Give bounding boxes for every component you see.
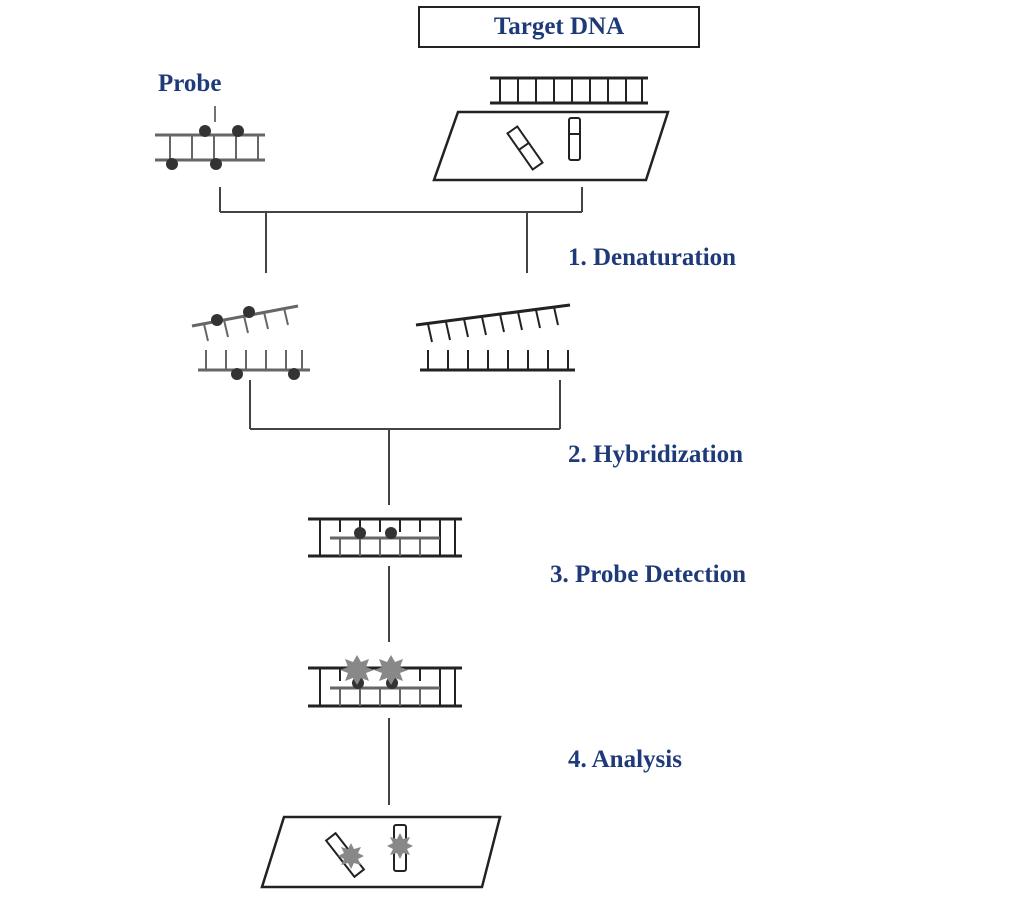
signal-star-icon — [374, 655, 408, 685]
probe-label: Probe — [158, 70, 222, 97]
probe-dna-icon — [155, 106, 265, 170]
signal-star-icon — [387, 833, 413, 859]
detected-signal-dna-icon — [308, 655, 462, 708]
step-probe-detection-label: 3. Probe Detection — [550, 561, 747, 588]
denatured-target-dna-icon — [415, 303, 575, 372]
target-dna-title-box: Target DNA — [418, 6, 700, 48]
denatured-probe-icon — [191, 304, 310, 380]
step-analysis-label: 4. Analysis — [568, 746, 682, 773]
connector-hybridization — [249, 380, 561, 505]
signal-star-icon — [338, 843, 364, 869]
connector-denaturation — [219, 187, 583, 273]
slide-with-signals-icon — [260, 815, 502, 889]
hybridized-dna-icon — [308, 517, 462, 558]
step-hybridization-label: 2. Hybridization — [568, 441, 744, 468]
slide-with-chromosomes-icon — [432, 110, 670, 182]
target-dna-ladder-icon — [490, 76, 648, 105]
target-dna-title: Target DNA — [493, 13, 625, 40]
signal-star-icon — [340, 655, 374, 685]
step-denaturation-label: 1. Denaturation — [568, 244, 737, 271]
